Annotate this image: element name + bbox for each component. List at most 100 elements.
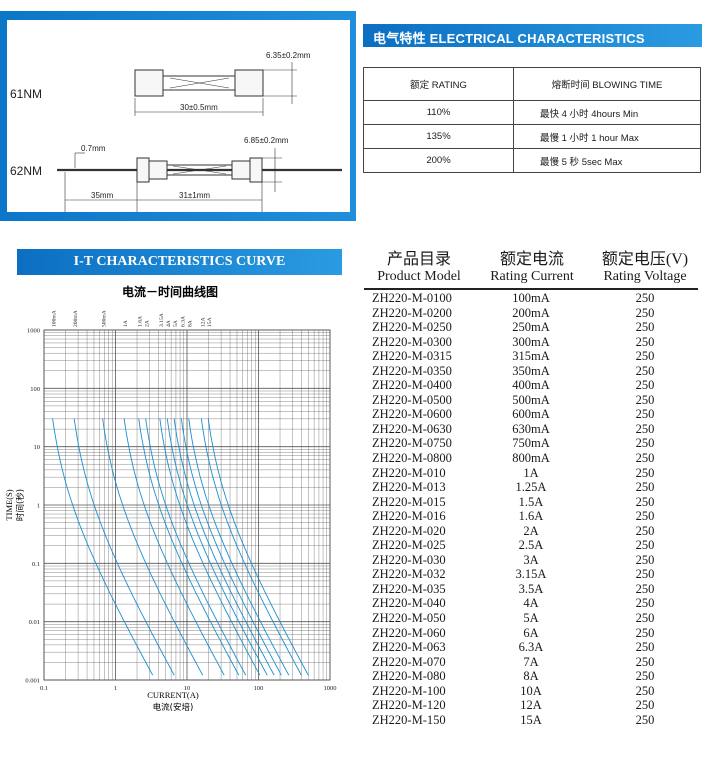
table-row: ZH220-M-120 12A 250 bbox=[364, 698, 698, 713]
rating-voltage-cell: 250 bbox=[635, 451, 655, 466]
header-model-zh: 产品目录 bbox=[386, 251, 451, 268]
rating-current-cell: 10A bbox=[520, 683, 542, 698]
rating-voltage-cell: 250 bbox=[635, 625, 655, 640]
header-voltage-en: Rating Voltage bbox=[603, 269, 687, 284]
rating-voltage-cell: 250 bbox=[635, 683, 655, 698]
series-label-2A: 2A bbox=[145, 320, 151, 327]
rating-current-cell: 3.15A bbox=[515, 567, 547, 582]
rating-current-cell: 15A bbox=[520, 712, 542, 727]
curve-1A bbox=[123, 418, 225, 676]
curve-4A bbox=[166, 418, 268, 676]
curve-3.15A bbox=[159, 418, 261, 676]
dim-diameter-62nm: 6.85±0.2mm bbox=[244, 136, 289, 145]
rating-voltage-cell: 250 bbox=[635, 378, 655, 393]
rating-current-cell: 12A bbox=[520, 698, 542, 713]
it-curve-title: I-T CHARACTERISTICS CURVE bbox=[73, 254, 286, 269]
rating-cell: 200% bbox=[363, 148, 514, 173]
header-model: 产品目录 Product Model bbox=[364, 250, 474, 285]
table-row: ZH220-M-150 15A 250 bbox=[364, 713, 698, 728]
rating-current-cell: 3A bbox=[523, 552, 539, 567]
rating-current-cell: 4A bbox=[523, 596, 539, 611]
rating-voltage-cell: 250 bbox=[635, 567, 655, 582]
series-label-6.3A: 6.3A bbox=[180, 316, 186, 327]
header-voltage-zh: 额定电压(V) bbox=[601, 251, 689, 268]
table-row: 135% 最慢 1 小时 1 hour Max bbox=[363, 124, 701, 149]
chart-title: 电流－时间曲线图 bbox=[122, 284, 218, 299]
y-tick-label: 1000 bbox=[27, 328, 40, 335]
rating-current-cell: 1A bbox=[523, 465, 539, 480]
y-tick-label: 10 bbox=[34, 444, 41, 451]
rating-voltage-cell: 250 bbox=[635, 698, 655, 713]
rating-voltage-cell: 250 bbox=[635, 712, 655, 727]
col-rating-header: 额定 RATING bbox=[363, 67, 514, 101]
rating-current-cell: 750mA bbox=[512, 436, 550, 451]
fuse-62nm-drawing bbox=[57, 148, 342, 212]
blowing-time-cell: 最快 4 小时 4hours Min bbox=[513, 100, 701, 125]
dimension-drawing-canvas: 61NM 6.35±0.2mm 30±0.5mm 62NM bbox=[7, 20, 350, 212]
curve-15A bbox=[207, 418, 309, 676]
header-model-en: Product Model bbox=[377, 269, 461, 284]
product-model-cell: ZH220-M-0800 bbox=[372, 451, 452, 466]
rating-voltage-cell: 250 bbox=[635, 465, 655, 480]
y-tick-label: 0.001 bbox=[25, 678, 40, 685]
curve-12A bbox=[200, 418, 302, 676]
product-model-cell: ZH220-M-035 bbox=[372, 581, 446, 596]
x-axis-label: CURRENT(A) bbox=[147, 690, 199, 700]
rating-current-cell: 800mA bbox=[512, 451, 550, 466]
rating-current-cell: 7A bbox=[523, 654, 539, 669]
product-model-cell: ZH220-M-0630 bbox=[372, 421, 452, 436]
rating-current-cell: 6A bbox=[523, 625, 539, 640]
product-model-cell: ZH220-M-150 bbox=[372, 712, 446, 727]
rating-current-cell: 600mA bbox=[512, 407, 550, 422]
rating-current-cell: 250mA bbox=[512, 320, 550, 335]
x-tick-label: 100 bbox=[254, 685, 264, 692]
product-model-cell: ZH220-M-0350 bbox=[372, 363, 452, 378]
rating-current-cell: 1.6A bbox=[518, 509, 544, 524]
series-label-500mA: 500mA bbox=[102, 310, 108, 327]
rating-current-cell: 2.5A bbox=[518, 538, 544, 553]
series-label-5A: 5A bbox=[173, 320, 179, 327]
curve-8A bbox=[188, 418, 290, 676]
product-model-cell: ZH220-M-0500 bbox=[372, 392, 452, 407]
header-current-zh: 额定电流 bbox=[499, 251, 564, 268]
product-model-cell: ZH220-M-040 bbox=[372, 596, 446, 611]
rating-voltage-cell: 250 bbox=[635, 581, 655, 596]
rating-voltage-cell: 250 bbox=[635, 640, 655, 655]
it-curve-header: I-T CHARACTERISTICS CURVE bbox=[17, 249, 342, 275]
rating-voltage-cell: 250 bbox=[635, 392, 655, 407]
x-tick-label: 10 bbox=[184, 685, 191, 692]
rating-voltage-cell: 250 bbox=[635, 436, 655, 451]
y-tick-label: 0.01 bbox=[29, 619, 40, 626]
product-model-cell: ZH220-M-0100 bbox=[372, 291, 452, 305]
rating-voltage-cell: 250 bbox=[635, 509, 655, 524]
curve-1.6A bbox=[138, 418, 240, 676]
rating-current-cell: 100mA bbox=[512, 291, 550, 305]
rating-voltage-cell: 250 bbox=[635, 421, 655, 436]
y-axis-label: TIME(S) bbox=[4, 489, 14, 520]
rating-voltage-cell: 250 bbox=[635, 654, 655, 669]
rating-current-cell: 315mA bbox=[512, 349, 550, 364]
x-tick-label: 0.1 bbox=[40, 685, 48, 692]
dim-length-61nm: 30±0.5mm bbox=[180, 103, 218, 112]
curve-2A bbox=[145, 418, 247, 676]
header-voltage: 额定电压(V) Rating Voltage bbox=[590, 250, 700, 285]
product-model-cell: ZH220-M-0400 bbox=[372, 378, 452, 393]
fuse-61nm-drawing bbox=[134, 62, 297, 116]
elec-table-header-row: 额定 RATING 熔断时间 BLOWING TIME bbox=[363, 67, 701, 101]
series-label-100mA: 100mA bbox=[52, 310, 58, 327]
product-model-cell: ZH220-M-120 bbox=[372, 698, 446, 713]
rating-voltage-cell: 250 bbox=[635, 669, 655, 684]
